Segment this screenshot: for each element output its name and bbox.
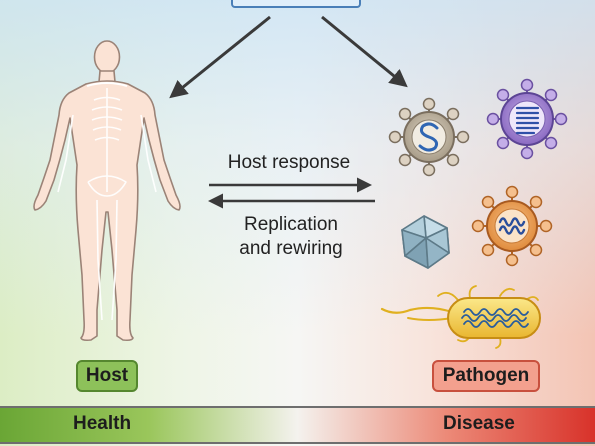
human-body-icon — [33, 40, 181, 342]
top-box — [231, 0, 361, 8]
replication-label-line2: and rewiring — [239, 238, 343, 259]
arrow-to-host — [169, 15, 271, 99]
health-disease-bar: Health Disease — [0, 406, 595, 444]
health-label: Health — [73, 413, 132, 434]
disease-label: Disease — [443, 413, 515, 434]
arrow-to-pathogen — [321, 15, 408, 88]
icosahedron-icon — [401, 215, 450, 269]
virus-s-icon — [388, 97, 470, 177]
virus-lines-icon — [486, 78, 568, 160]
replication-label: Replication and rewiring — [216, 213, 366, 261]
host-label: Host — [76, 360, 138, 392]
replication-label-line1: Replication — [244, 214, 338, 235]
bacterium-icon — [380, 285, 541, 349]
host-response-label: Host response — [227, 152, 351, 173]
pathogen-label: Pathogen — [432, 360, 540, 392]
virus-rna-icon — [471, 185, 553, 267]
